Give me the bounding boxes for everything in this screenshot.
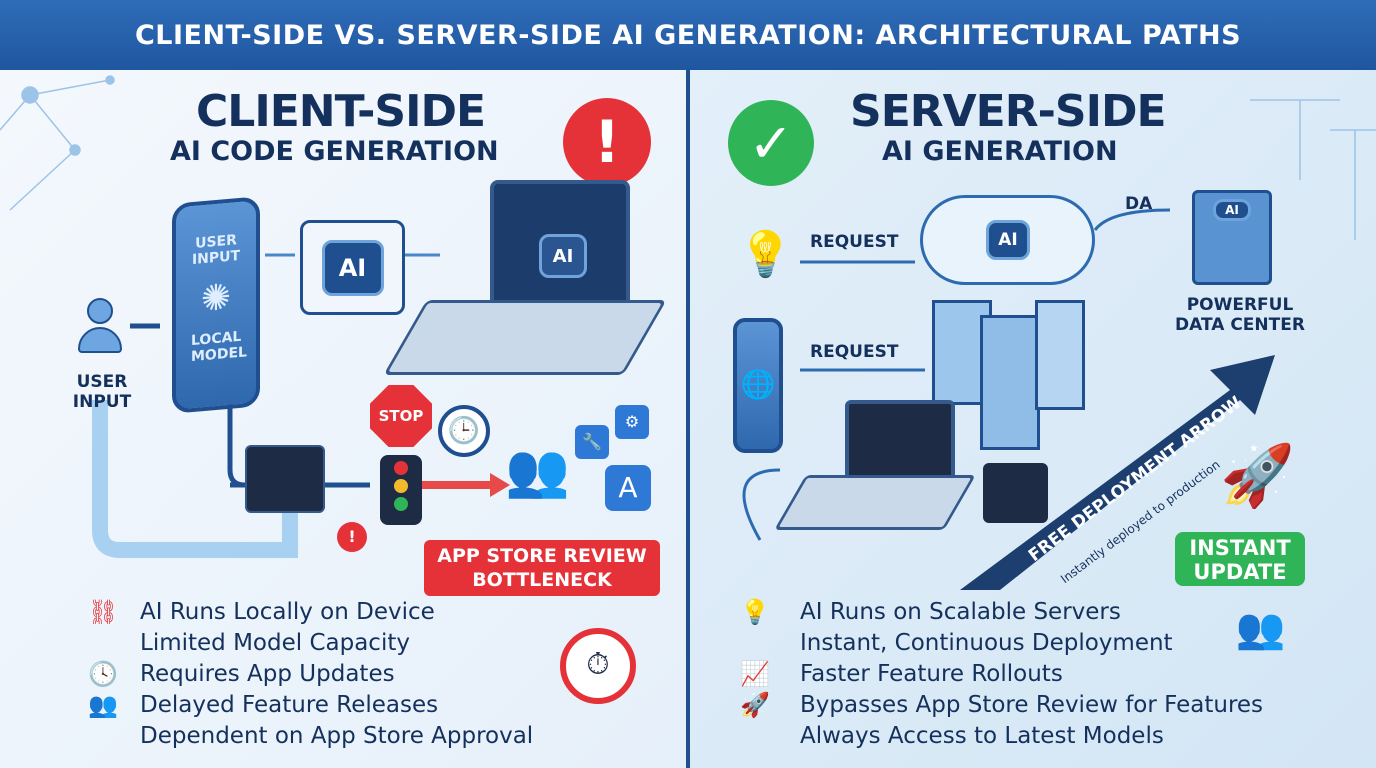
connector-lines (0, 75, 1376, 590)
user-icon (78, 298, 122, 356)
laptop-keyboard (383, 300, 667, 375)
bullet-text: Faster Feature Rollouts (800, 661, 1063, 687)
phone-text-bottom: LOCAL MODEL (191, 328, 247, 366)
wrench-icon: 🔧 (575, 425, 609, 459)
checkmark-circle-icon: ✓ (728, 100, 814, 186)
bullet-text: Limited Model Capacity (140, 630, 410, 656)
app-store-bottleneck-label: APP STORE REVIEW BOTTLENECK (424, 540, 660, 596)
bullet-text: Requires App Updates (140, 661, 395, 687)
server-bullet: Instant, Continuous Deployment (738, 628, 1263, 659)
exclamation-circle-icon: ! (563, 98, 651, 186)
server-subheading: AI GENERATION (882, 136, 1118, 167)
phone-globe-icon: 🌐 (733, 318, 783, 453)
warning-icon: ! (337, 522, 367, 552)
lightbulb-icon: 💡 (740, 598, 770, 626)
team-icon: 👥 (1235, 606, 1286, 652)
code-window-icon (983, 463, 1048, 523)
laptop-ai-chip: AI (539, 234, 587, 278)
bullet-text: Always Access to Latest Models (800, 723, 1164, 749)
ai-chip: AI (321, 239, 384, 296)
server-heading: SERVER-SIDE (850, 86, 1167, 137)
bullet-text: AI Runs on Scalable Servers (800, 599, 1121, 625)
title-bar: CLIENT-SIDE VS. SERVER-SIDE AI GENERATIO… (0, 0, 1376, 70)
app-store-icon: A (605, 465, 651, 511)
brain-network-icon: ✺ (200, 276, 232, 321)
client-bullet: 👥 Delayed Feature Releases (86, 690, 533, 721)
traffic-light-icon (380, 455, 422, 525)
gear-icon: ⚙ (615, 405, 649, 439)
panel-divider (686, 70, 690, 768)
clock-icon: 🕓 (88, 660, 118, 688)
data-center-label: POWERFUL DATA CENTER (1175, 295, 1305, 336)
phone-local-model: USER INPUT ✺ LOCAL MODEL (172, 196, 260, 414)
server-bullet: 📈 Faster Feature Rollouts (738, 659, 1263, 690)
server-bullet: 💡 AI Runs on Scalable Servers (738, 597, 1263, 628)
lightbulb-icon: 💡 (738, 229, 793, 280)
stopwatch-icon: ⏱ (560, 628, 636, 704)
client-heading: CLIENT-SIDE (196, 86, 486, 137)
client-bullet: Limited Model Capacity (86, 628, 533, 659)
client-bullet: ⛓ AI Runs Locally on Device (86, 597, 533, 628)
cloud-icon: AI (920, 195, 1095, 285)
client-bullet: 🕓 Requires App Updates (86, 659, 533, 690)
server-rack-icon (1035, 300, 1085, 410)
data-center-ai-chip: AI (1213, 199, 1251, 221)
phone-text-top: USER INPUT (191, 232, 241, 269)
data-label: DA (1125, 194, 1153, 214)
reviewers-icon: 👥 (505, 441, 570, 501)
request-label-2: REQUEST (810, 342, 899, 362)
page-title: CLIENT-SIDE VS. SERVER-SIDE AI GENERATIO… (134, 19, 1242, 51)
clock-icon: 🕒 (438, 405, 490, 457)
bullet-text: AI Runs Locally on Device (140, 599, 435, 625)
rocket-icon: 🚀 (740, 691, 770, 719)
data-center-icon: AI (1192, 190, 1272, 285)
request-label-1: REQUEST (810, 232, 899, 252)
people-icon: 👥 (88, 691, 118, 719)
code-window-icon (245, 445, 325, 513)
stop-text: STOP (378, 407, 424, 425)
stop-sign: STOP (370, 385, 432, 447)
bullet-text: Dependent on App Store Approval (140, 723, 534, 749)
client-subheading: AI CODE GENERATION (170, 136, 499, 167)
server-bullet: 🚀 Bypasses App Store Review for Features (738, 690, 1263, 721)
instant-update-badge: INSTANT UPDATE (1175, 532, 1305, 586)
laptop-keyboard (774, 475, 976, 530)
broken-link-icon: ⛓ (87, 598, 119, 626)
cloud-ai-chip: AI (986, 220, 1030, 260)
server-bullet: Always Access to Latest Models (738, 721, 1263, 752)
bullet-text: Instant, Continuous Deployment (800, 630, 1173, 656)
bullet-text: Bypasses App Store Review for Features (800, 692, 1264, 718)
rocket-icon: 🚀 (1220, 441, 1295, 511)
bullet-text: Delayed Feature Releases (140, 692, 439, 718)
client-bullet: Dependent on App Store Approval (86, 721, 533, 752)
user-input-label: USER INPUT (72, 372, 132, 413)
server-rack-icon (980, 315, 1040, 450)
laptop-code-icon (845, 400, 955, 485)
growth-chart-icon: 📈 (740, 660, 770, 688)
